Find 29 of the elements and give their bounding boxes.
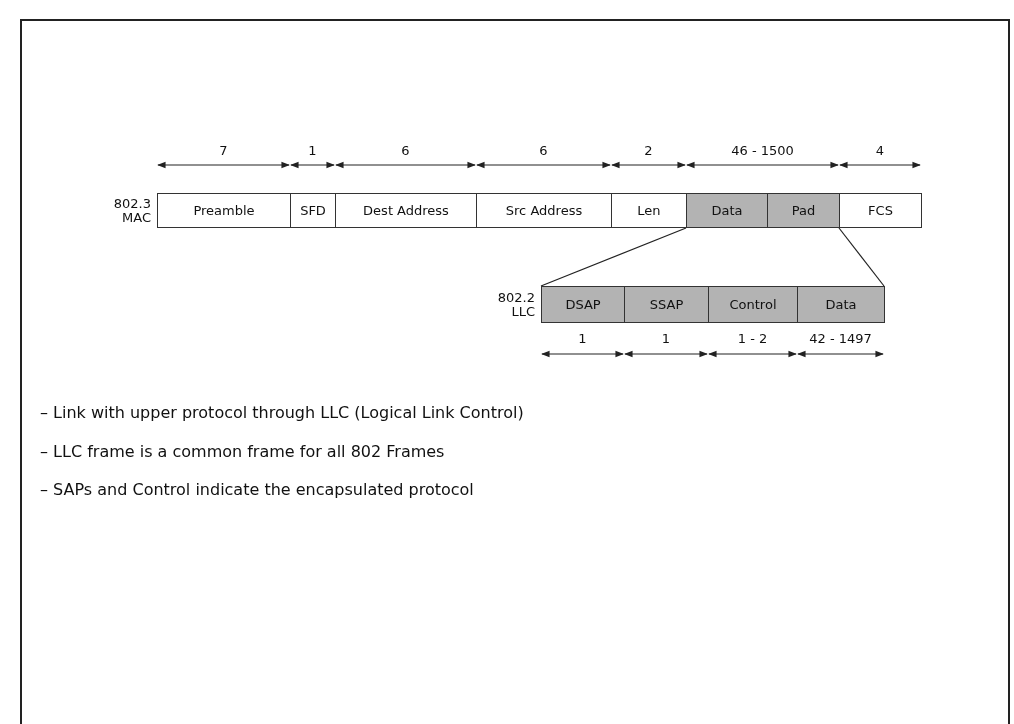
bullet-text: – SAPs and Control indicate the encapsulated protocol bbox=[40, 480, 474, 499]
field-box: Data bbox=[686, 193, 768, 228]
bullet-text: – LLC frame is a common frame for all 802 Frames bbox=[40, 442, 445, 461]
size-label: 6 bbox=[401, 143, 410, 158]
field-box: Data bbox=[797, 286, 885, 323]
size-label: 2 bbox=[644, 143, 653, 158]
size-label: 1 - 2 bbox=[737, 331, 768, 346]
size-label: 46 - 1500 bbox=[731, 143, 794, 158]
field-box: DSAP bbox=[541, 286, 625, 323]
expansion-line bbox=[540, 227, 687, 287]
bullet-text: – Link with upper protocol through LLC (Logical Link Control) bbox=[40, 403, 524, 422]
field-box: SSAP bbox=[624, 286, 709, 323]
size-label: 1 bbox=[578, 331, 587, 346]
size-label: 6 bbox=[539, 143, 548, 158]
expansion-line bbox=[838, 227, 885, 287]
size-label: 42 - 1497 bbox=[809, 331, 872, 346]
frame-label: 802.3 MAC bbox=[112, 196, 151, 225]
field-box: Src Address bbox=[476, 193, 612, 228]
size-label: 4 bbox=[875, 143, 885, 158]
size-label: 1 bbox=[308, 143, 317, 158]
size-label: 7 bbox=[219, 143, 228, 158]
field-box: FCS bbox=[839, 193, 922, 228]
field-box: Pad bbox=[767, 193, 840, 228]
field-box: Control bbox=[708, 286, 798, 323]
field-box: SFD bbox=[290, 193, 336, 228]
field-box: Preamble bbox=[157, 193, 291, 228]
frame-label: 802.2 LLC bbox=[496, 290, 535, 319]
field-box: Dest Address bbox=[335, 193, 477, 228]
size-label: 1 bbox=[661, 331, 671, 346]
